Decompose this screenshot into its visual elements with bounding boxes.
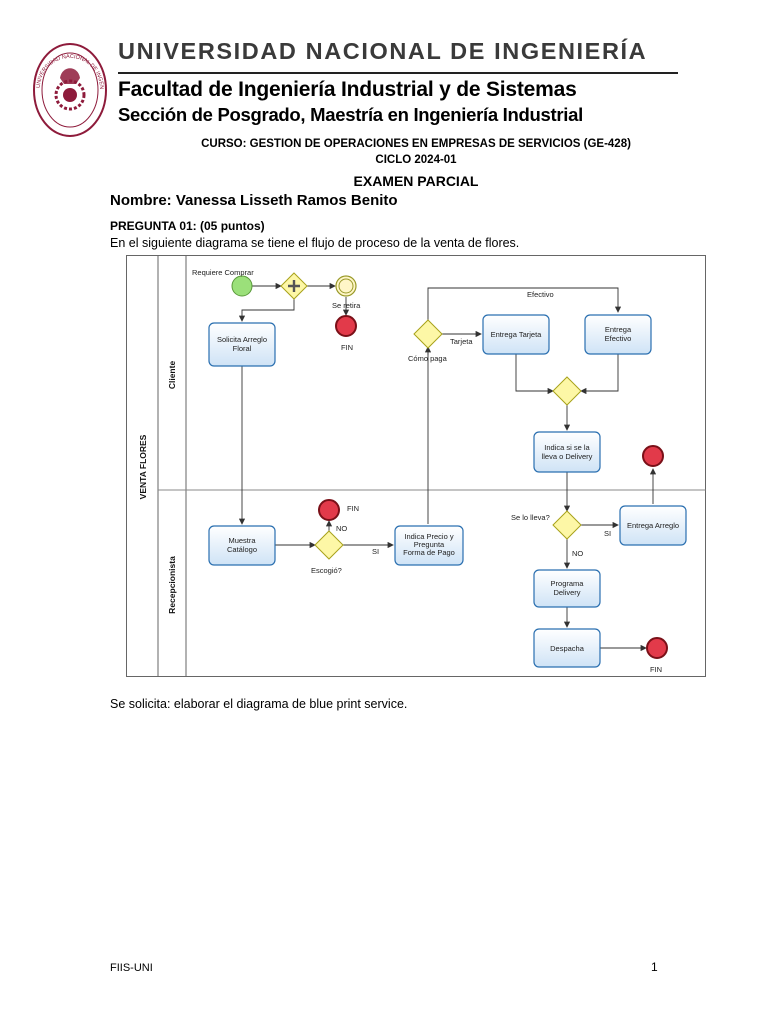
task-label: Despacha [550,644,585,653]
end-event-fin-4 [646,637,668,659]
fin-label: FIN [341,343,353,352]
page-number: 1 [651,960,658,974]
section-title: Sección de Posgrado, Maestría en Ingenie… [118,104,583,125]
task-label: Solicita Arreglo [217,335,267,344]
bpmn-diagram: VENTA FLORES Cliente Recepcionista [126,255,706,677]
flow-label-si: SI [604,529,611,538]
lane-label-recepcionista: Recepcionista [167,556,177,614]
question-title: PREGUNTA 01: (05 puntos) [110,219,265,233]
task-entrega-tarjeta [482,314,550,355]
question-intro: En el siguiente diagrama se tiene el flu… [110,236,520,250]
task-label: Catálogo [227,545,257,554]
start-event [231,275,253,297]
gateway-escogio [314,530,344,560]
flow-label-efectivo: Efectivo [527,290,554,299]
flow-label-tarjeta: Tarjeta [450,337,473,346]
task-label: Entrega [605,325,632,334]
gateway-como-paga [413,319,443,349]
task-label: Indica Precio y [404,532,453,541]
task-label: Indica si se la [544,443,590,452]
gateway-merge [552,376,582,406]
flow-efectivo-to-merge [580,354,619,395]
gateway-label-como-paga: Cómo paga [408,354,448,363]
start-event-label: Requiere Comprar [192,268,254,277]
flow-tarjeta-to-merge [515,354,554,395]
cycle-line: CICLO 2024-01 [375,154,457,166]
task-solicita-arreglo [208,322,276,367]
task-label: Entrega Tarjeta [491,330,543,339]
gateway-label-se-lo-lleva: Se lo lleva? [511,513,550,522]
fin-label: FIN [347,504,359,513]
task-label: Entrega Arreglo [627,521,679,530]
task-programa-delivery [533,569,601,608]
university-seal-logo: UNIVERSIDAD NACIONAL DE INGENIERÍA · LIM… [30,40,107,137]
gateway-se-lo-lleva [552,510,582,540]
task-indica-delivery [533,431,601,473]
flow-label-no: NO [336,524,347,533]
footer-label: FIIS-UNI [110,962,153,974]
task-label: Floral [233,344,252,353]
task-label: Efectivo [605,334,632,343]
task-label: lleva o Delivery [542,452,593,461]
task-indica-precio [394,525,464,566]
flow-label-si: SI [372,547,379,556]
task-label: Forma de Pago [403,548,455,557]
lane-label-cliente: Cliente [167,361,177,390]
flow-comopaga-to-efectivo [427,287,622,320]
end-event-fin-1 [335,315,357,337]
header-rule [118,72,678,74]
task-entrega-arreglo [619,505,687,546]
flow-parallel-to-solicita [238,299,295,322]
retira-label: Se retira [332,301,361,310]
exam-title: EXAMEN PARCIAL [353,173,479,189]
fin-label: FIN [650,665,662,674]
task-despacha [533,628,601,668]
end-event-fin-2 [318,499,340,521]
end-event-fin-3 [642,445,664,467]
plus-icon [288,280,300,292]
flow-label-no: NO [572,549,583,558]
request-text: Se solicita: elaborar el diagrama de blu… [110,697,408,711]
student-name: Nombre: Vanessa Lisseth Ramos Benito [110,192,398,209]
faculty-title: Facultad de Ingeniería Industrial y de S… [118,78,577,101]
task-entrega-efectivo [584,314,652,355]
course-line: CURSO: GESTION DE OPERACIONES EN EMPRESA… [201,138,631,150]
task-label: Programa [551,579,585,588]
gateway-label-escogio: Escogió? [311,566,342,575]
university-title: UNIVERSIDAD NACIONAL DE INGENIERÍA [118,38,648,64]
task-label: Muestra [228,536,256,545]
pool-label: VENTA FLORES [138,434,148,499]
task-label: Pregunta [414,540,445,549]
task-label: Delivery [553,588,580,597]
task-muestra-catalogo [208,525,276,566]
